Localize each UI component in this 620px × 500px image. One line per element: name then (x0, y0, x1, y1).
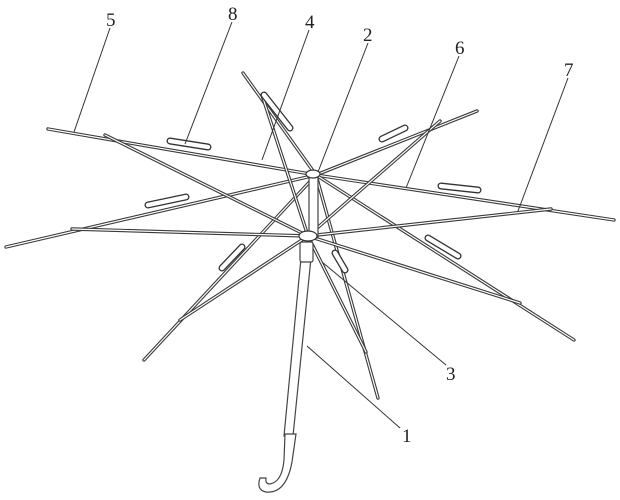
upper-shaft (308, 171, 319, 239)
main-rib-top (241, 71, 318, 177)
stretcher-ribs (70, 93, 553, 354)
leader-lines (73, 21, 569, 429)
rib-sleeves (144, 91, 482, 274)
top-notch (305, 169, 321, 179)
leader-7 (517, 77, 569, 212)
main-rib-left-low (4, 173, 318, 249)
leader-8 (184, 21, 233, 145)
runner-sleeve (299, 241, 314, 263)
label-5: 5 (106, 10, 116, 31)
main-rib-right-low (314, 173, 576, 342)
leader-3 (321, 261, 447, 366)
shaft-assembly (258, 169, 321, 493)
leader-1 (306, 345, 401, 429)
reference-numerals: 5 8 4 2 6 7 3 1 (106, 4, 574, 447)
label-8: 8 (228, 4, 238, 25)
main-ribs (4, 71, 616, 400)
runner (298, 230, 318, 242)
label-6: 6 (455, 38, 465, 59)
lower-shaft (283, 257, 312, 437)
handle (258, 433, 297, 493)
main-rib-right-top (314, 109, 479, 177)
label-1: 1 (402, 426, 412, 447)
leader-4 (261, 29, 310, 161)
leader-2 (317, 42, 369, 173)
label-3: 3 (446, 364, 456, 385)
main-rib-right-far (314, 173, 616, 222)
main-rib-left-far (46, 127, 318, 177)
label-7: 7 (564, 60, 574, 81)
label-2: 2 (363, 25, 373, 46)
main-rib-bottom-left (142, 173, 318, 362)
main-rib-bottom (314, 173, 380, 400)
leader-5 (73, 27, 111, 133)
leader-6 (405, 55, 460, 189)
label-4: 4 (305, 12, 315, 33)
